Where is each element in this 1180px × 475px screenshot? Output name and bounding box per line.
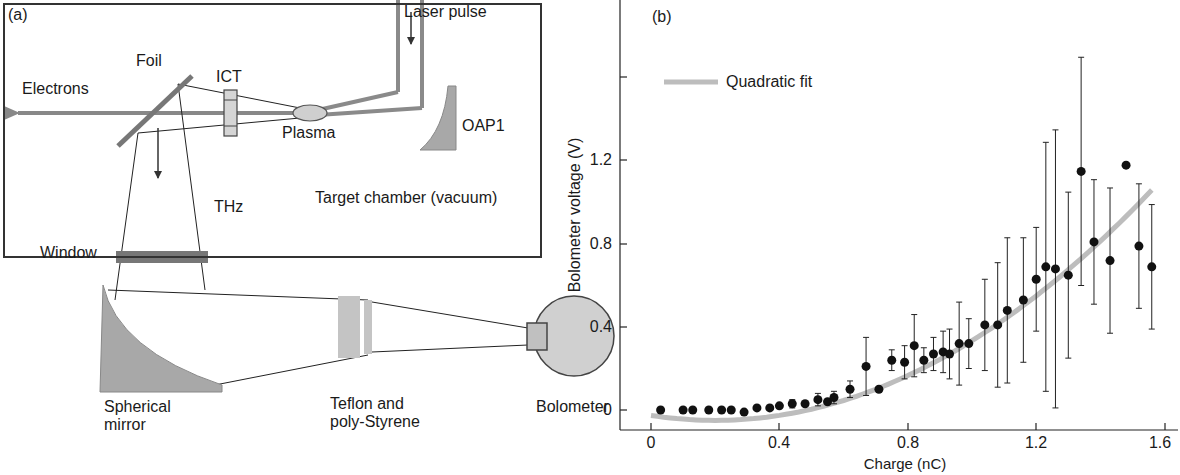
beam-label: Electrons	[22, 80, 89, 98]
axis-title: Bolometer voltage (V)	[566, 138, 584, 293]
thz-arrow	[157, 128, 159, 178]
chamber-label: Target chamber (vacuum)	[315, 189, 497, 207]
panel-letter: (a)	[8, 6, 28, 24]
fit-curve	[651, 190, 1152, 420]
plasma	[293, 105, 327, 121]
tick-label: 0.4	[768, 434, 790, 452]
part-label: Bolometer	[536, 398, 609, 416]
part-label: Spherical mirror	[104, 398, 200, 435]
foil	[118, 76, 192, 146]
tick-label: 0	[603, 401, 612, 419]
tick-label: 1.2	[590, 151, 612, 169]
beam-label: THz	[214, 198, 243, 216]
tick-label: 0.8	[897, 434, 919, 452]
part-label: Foil	[136, 52, 162, 70]
polystyrene-filter	[364, 300, 372, 354]
tick-label: 0	[647, 434, 656, 452]
part-label: Window	[40, 244, 97, 262]
tick-label: 0.4	[590, 318, 612, 336]
panel-letter: (b)	[652, 8, 672, 26]
ict-coil	[224, 90, 237, 136]
part-label: OAP1	[462, 117, 505, 135]
parabolic-mirror	[420, 86, 456, 150]
tick-label: 1.6	[1149, 434, 1171, 452]
axis-title: Charge (nC)	[864, 455, 947, 472]
chamber-box: Target chamber (vacuum)	[3, 3, 542, 258]
teflon-filter	[338, 296, 360, 358]
beam-label: Laser pulse	[404, 3, 487, 21]
legend-text: Quadratic fit	[726, 73, 812, 91]
bolometer-window	[527, 323, 547, 350]
legend-line	[664, 80, 718, 85]
spherical-mirror	[100, 285, 222, 392]
thz-beam	[108, 84, 528, 385]
chart-axes	[620, 0, 1178, 430]
tick-label: 0.8	[590, 235, 612, 253]
part-label: ICT	[216, 68, 242, 86]
tick-label: 1.2	[1025, 434, 1047, 452]
data-points	[656, 57, 1156, 416]
part-label: Teflon and poly-Styrene	[330, 395, 440, 432]
part-label: Plasma	[282, 124, 335, 142]
